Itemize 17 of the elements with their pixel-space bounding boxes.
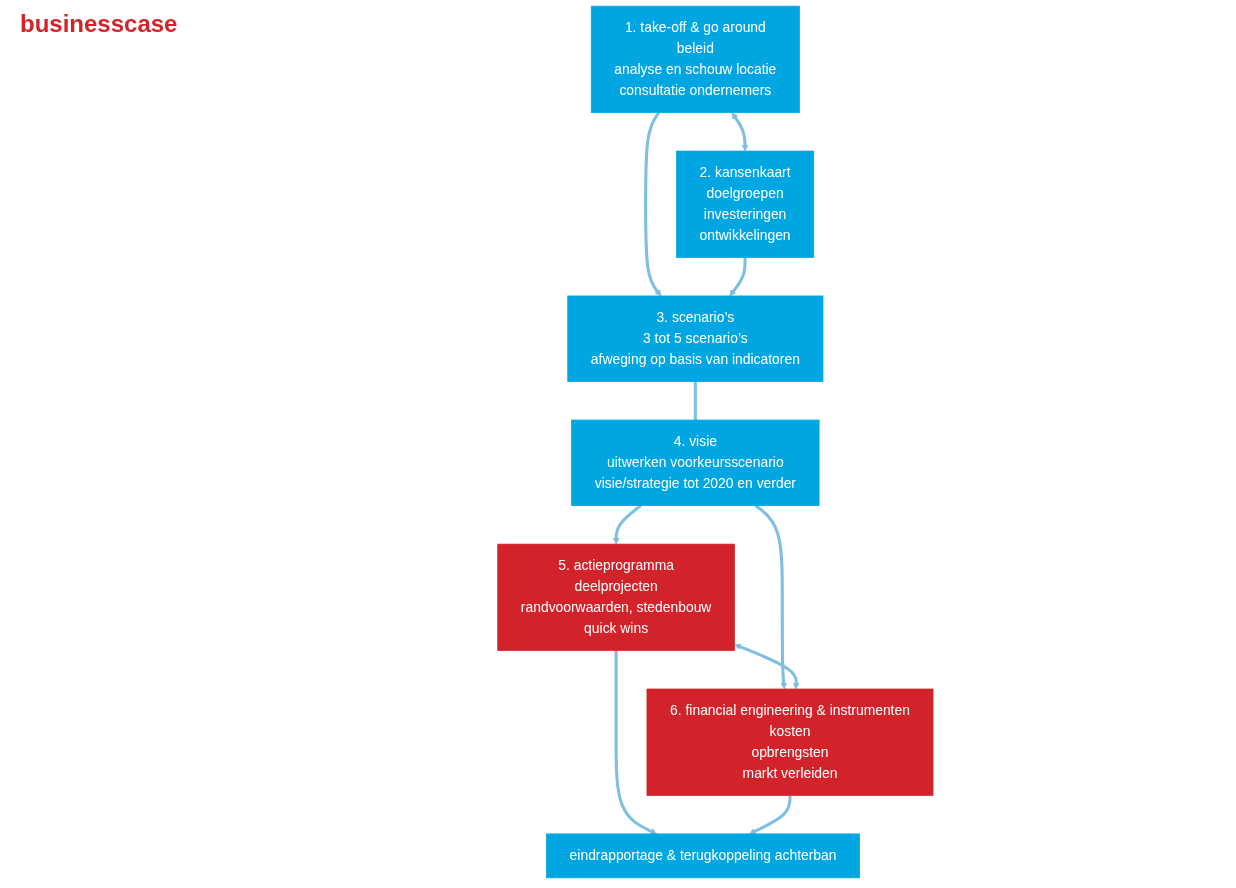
arrow xyxy=(754,504,787,690)
arrow xyxy=(748,795,792,835)
node-box: 5. actieprogramma deelprojecten randvoorwaarden, stedenbouw quick wins xyxy=(496,543,735,651)
node-box: 6. financial engineering & instrumenten kosten opbrengsten markt verleiden xyxy=(646,688,934,796)
arrow xyxy=(612,504,642,545)
connector xyxy=(693,381,697,421)
node-box: 2. kansenkaart doelgroepen investeringen ontwikkelingen xyxy=(675,150,814,258)
node-box: 3. scenario’s 3 tot 5 scenario’s afweging op basis van indicatoren xyxy=(566,295,823,382)
node-box: eindrapportage & terugkoppeling achterban xyxy=(545,833,860,879)
node-box: 1. take-off & go around beleid analyse en schouw locatie consultatie ondernemers xyxy=(590,5,800,113)
arrow xyxy=(728,257,747,297)
arrow xyxy=(614,650,657,835)
node-box: 4. visie uitwerken voorkeursscenario visie/strategie tot 2020 en verder xyxy=(570,419,820,506)
section-heading: businesscase xyxy=(20,10,178,38)
arrow xyxy=(734,643,800,690)
arrow xyxy=(731,112,749,152)
arrow xyxy=(643,111,661,297)
